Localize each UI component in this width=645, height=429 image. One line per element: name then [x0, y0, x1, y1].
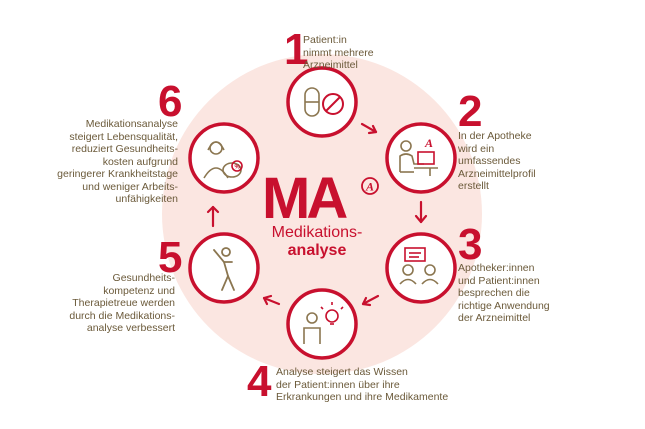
svg-text:A: A — [424, 136, 433, 150]
step-5-number: 5 — [158, 233, 183, 282]
woman-piggybank-icon: % — [203, 141, 243, 179]
pill-capsule-no-icon — [304, 87, 344, 117]
step-1-node — [286, 66, 358, 138]
step-4-text: Analyse steigert das Wissen der Patient:… — [276, 366, 449, 403]
step-3-node — [385, 232, 457, 304]
arrow-4-to-5 — [262, 294, 281, 306]
person-lightbulb-icon — [303, 302, 344, 344]
center-title-line-1: Medikations- — [271, 224, 363, 241]
person-exercising-icon — [213, 247, 235, 291]
step-4-number: 4 — [247, 357, 272, 406]
step-2-node: A — [385, 122, 457, 194]
pharmacy-a-icon: A — [365, 180, 374, 194]
arrow-2-to-3 — [414, 200, 428, 224]
step-2-text: In der Apotheke wird ein umfassendes Arz… — [458, 130, 536, 192]
arrow-5-to-6 — [206, 205, 220, 228]
conversation-icon — [399, 247, 439, 285]
arrow-3-to-4 — [361, 294, 380, 307]
step-6-number: 6 — [158, 77, 183, 126]
step-5-node — [188, 232, 260, 304]
step-3-text: Apotheker:innen und Patient:innen bespre… — [458, 262, 550, 324]
ma-logo: MA A — [262, 166, 379, 231]
svg-text:%: % — [235, 165, 241, 171]
center-title-line-2: analyse — [287, 242, 347, 259]
step-1-text: Patient:in nimmt mehrere Arzneimittel — [303, 34, 374, 71]
step-6-node: % — [188, 122, 260, 194]
step-3-number: 3 — [458, 220, 483, 269]
step-6-text: Medikationsanalyse steigert Lebensqualit… — [57, 118, 178, 205]
step-2-number: 2 — [458, 87, 483, 136]
arrow-1-to-2 — [360, 122, 378, 135]
pharmacist-at-computer-icon: A — [399, 136, 438, 176]
ma-logo-text: MA — [262, 166, 347, 231]
step-4-node — [286, 288, 358, 360]
step-1-number: 1 — [284, 25, 309, 74]
step-5-text: Gesundheits- kompetenz und Therapietreue… — [69, 272, 175, 334]
pharmacy-a-badge — [361, 177, 379, 195]
